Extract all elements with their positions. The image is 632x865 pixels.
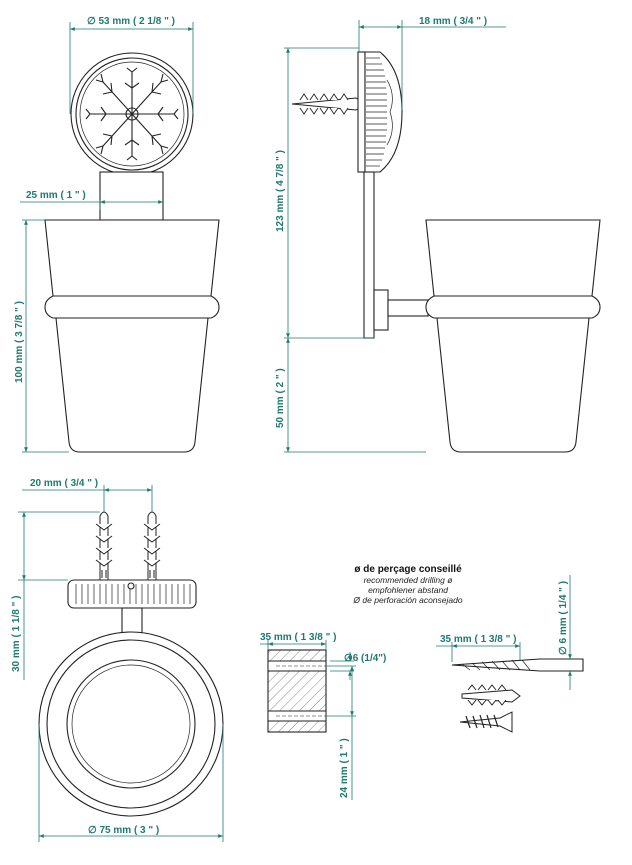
dimension-labels: ∅ 53 mm ( 2 1/8 " ) 18 mm ( 3/4 " ) 25 m… xyxy=(11,16,569,836)
dim-top-diameter: ∅ 53 mm ( 2 1/8 " ) xyxy=(87,16,175,27)
dim-cup-height: 100 mm ( 3 7/8 " ) xyxy=(14,301,25,383)
drilling-note-de: empfohlener abstand xyxy=(368,585,448,595)
dim-hole-diameter: ∅6 (1/4") xyxy=(344,653,386,664)
wall-plug-side xyxy=(291,93,367,115)
front-view xyxy=(44,52,220,453)
bracket-arm-front xyxy=(99,171,164,221)
dim-bracket-width: 25 mm ( 1 " ) xyxy=(26,190,86,201)
side-arm xyxy=(387,299,429,317)
dimension-lines xyxy=(18,20,572,842)
dim-side-height-top: 123 mm ( 4 7/8 " ) xyxy=(275,150,286,232)
cup-front xyxy=(44,219,220,453)
drilling-note-en: recommended drilling ø xyxy=(364,575,453,585)
flower-ornament-icon xyxy=(85,67,179,161)
rosette-front xyxy=(70,52,194,176)
dim-plug-spacing: 20 mm ( 3/4 " ) xyxy=(30,478,98,489)
drilling-note-title: ø de perçage conseillé xyxy=(354,564,462,575)
bottom-view xyxy=(38,511,224,817)
plug-right xyxy=(143,511,161,581)
side-view xyxy=(291,51,601,453)
dim-side-height-bottom: 50 mm ( 2 " ) xyxy=(275,368,286,428)
dim-drill-length: 35 mm ( 1 3/8 " ) xyxy=(440,634,516,645)
dim-hole-spacing: 24 mm ( 1 " ) xyxy=(339,738,350,798)
side-stem xyxy=(363,171,375,339)
wall-plate-side xyxy=(357,51,366,173)
wall-section xyxy=(267,649,327,733)
drilling-note: ø de perçage conseillé recommended drill… xyxy=(352,564,462,605)
set-screw xyxy=(127,582,135,590)
screw-icon xyxy=(459,711,513,733)
dim-drill-diameter: ∅ 6 mm ( 1/4 " ) xyxy=(558,581,569,655)
cup-bottom xyxy=(38,631,224,817)
plug-left xyxy=(95,511,113,581)
dim-side-depth: 18 mm ( 3/4 " ) xyxy=(419,16,487,27)
wall-plug-icon xyxy=(461,684,521,706)
side-collar xyxy=(373,289,389,331)
dim-bottom-diameter: ∅ 75 mm ( 3 " ) xyxy=(88,825,159,836)
rosette-knurl xyxy=(366,57,393,167)
rosette-bottom-knurl xyxy=(75,584,191,604)
drill-bit-icon xyxy=(451,658,584,672)
dim-bottom-depth: 30 mm ( 1 1/8 " ) xyxy=(11,596,22,672)
dim-hole-depth: 35 mm ( 1 3/8 " ) xyxy=(260,632,336,643)
drilling-note-es: Ø de perforación aconsejado xyxy=(352,595,462,605)
cup-side xyxy=(425,219,601,453)
